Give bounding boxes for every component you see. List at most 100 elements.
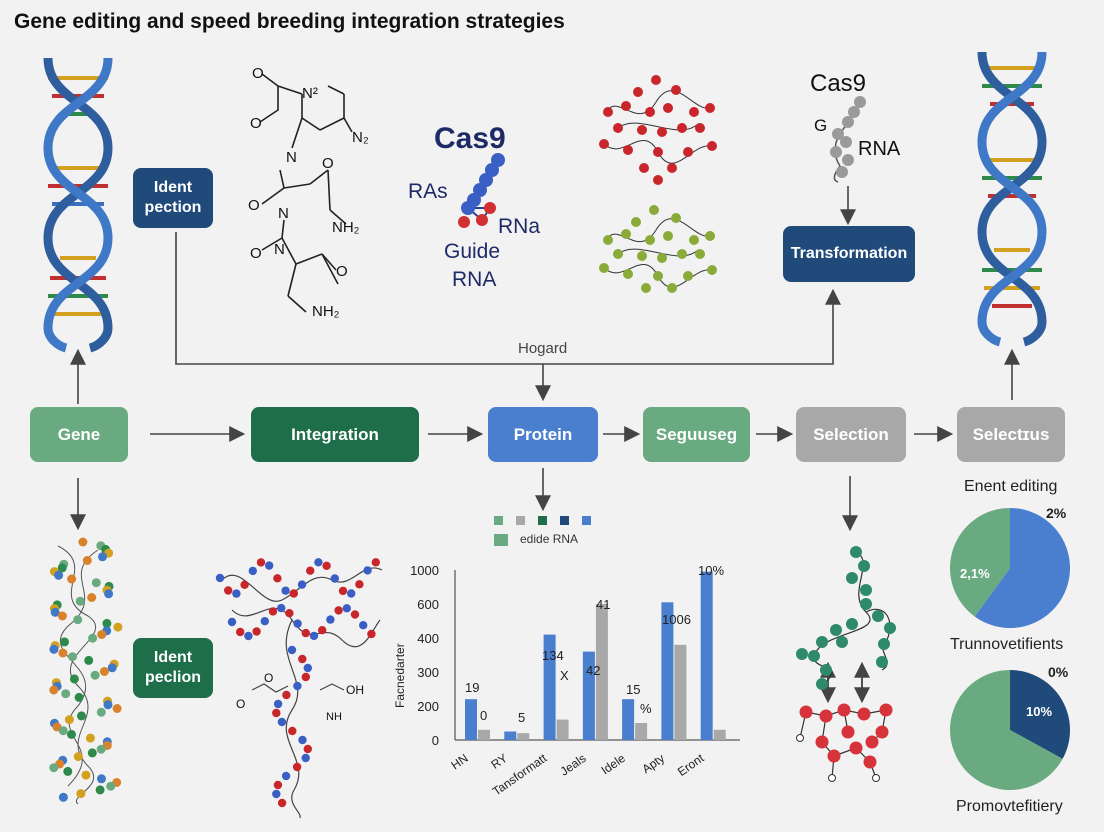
chem-nh2a: NH₂ (332, 219, 360, 236)
bar-data-label: 0 (480, 708, 487, 723)
chain-bead (849, 741, 863, 755)
chain-bead (298, 654, 307, 664)
bar-data-label: 41 (596, 597, 610, 612)
chain-bead (49, 685, 59, 695)
chain-bead (78, 537, 88, 547)
chain-bead (355, 580, 364, 589)
chain-bead (97, 774, 106, 784)
chain-bead (293, 681, 302, 691)
chain-bead (106, 781, 116, 791)
y-tick-label: 400 (417, 631, 439, 646)
chem-n2: N₂ (352, 129, 369, 146)
chain-bead (281, 586, 290, 595)
y-tick-label: 600 (417, 597, 439, 612)
legend-swatch (538, 516, 547, 525)
chain-bead (322, 561, 331, 570)
hogard-label: Hogard (518, 340, 568, 357)
chain-bead (232, 589, 241, 598)
pie-top-inner-label: 2,1% (960, 566, 990, 581)
chain-bead (820, 664, 832, 676)
protein-box: Protein (488, 407, 598, 462)
chain-bead (87, 748, 97, 758)
chain-bead (841, 725, 855, 739)
cas9-right-label: Cas9 (810, 70, 867, 97)
cas9-center-label: Cas9 (434, 122, 506, 155)
chem-nh2b: NH₂ (312, 303, 340, 320)
chain-bead (57, 611, 67, 621)
chain-bead (54, 570, 64, 580)
chain-bead (102, 618, 112, 628)
x-tick-label: HN (448, 751, 470, 772)
chain-bead (73, 752, 83, 762)
cas9-right-molecule-icon (830, 96, 866, 183)
chain-bead (350, 610, 360, 619)
chain-bead (265, 561, 274, 570)
bar (700, 571, 713, 740)
y-tick-label: 200 (417, 699, 439, 714)
chain-bead (808, 650, 820, 662)
chem-o2: O (250, 115, 262, 132)
chain-bead (97, 630, 107, 639)
chain-bead (347, 589, 356, 598)
pie-bottom-caption: Promovtefitiery (956, 798, 1063, 815)
bar (478, 729, 490, 740)
seguuseg-box: Seguuseg (643, 407, 750, 462)
chain-bead (281, 771, 291, 781)
chain-bead (252, 627, 261, 636)
legend-swatch (582, 516, 591, 525)
guide-label: Guide (444, 240, 501, 263)
chain-bead (371, 558, 380, 567)
bar (661, 602, 674, 740)
chain-bead (338, 586, 348, 596)
chain-bead (50, 607, 60, 617)
chain-bead (272, 708, 281, 718)
bar (635, 723, 648, 740)
chain-bead (272, 789, 281, 799)
pie-chart-bottom (950, 670, 1071, 790)
bottom-chem-o2: O (264, 671, 273, 685)
chain-bead (846, 618, 858, 630)
bar-data-label: 10% (698, 563, 724, 578)
chain-bead (858, 560, 870, 572)
chart-legend (494, 516, 591, 546)
chain-bead (73, 615, 83, 625)
chain-bead (827, 749, 841, 763)
pie-slice (949, 508, 1010, 617)
dna-helix-right-icon (977, 51, 1047, 347)
chain-bead (850, 546, 862, 558)
chain-bead (85, 733, 95, 743)
pie-bottom-pct-label: 0% (1048, 664, 1069, 680)
pie-slice (974, 508, 1070, 628)
chain-bead (314, 558, 323, 567)
legend-label: edide RNA (520, 532, 579, 546)
y-axis-label: Facnedarter (393, 643, 407, 708)
chain-bead (857, 707, 871, 721)
chain-bead (240, 580, 249, 589)
chain-bead (277, 717, 287, 727)
chain-bead (75, 596, 85, 606)
chain-bead (273, 780, 283, 790)
chain-bead (816, 636, 828, 648)
pie-bottom-inner-label: 10% (1026, 704, 1053, 719)
chain-bead (876, 656, 888, 668)
chain-bead (815, 735, 829, 749)
chain-bead (87, 593, 97, 602)
bottom-chem-nh: NH (326, 711, 342, 723)
chem-o1: O (252, 65, 264, 82)
pie-top-pct-label: 2% (1046, 505, 1067, 521)
chain-bead (82, 556, 92, 565)
x-tick-label: Idele (599, 751, 629, 778)
chain-bead (301, 672, 310, 682)
pie-slice (1010, 670, 1071, 759)
cas9-right-g-label: G (814, 116, 828, 135)
bar-data-label: X (560, 668, 569, 683)
gene-box: Gene (30, 407, 128, 462)
chain-bead (326, 615, 335, 624)
chain-bead (244, 631, 253, 641)
chain-bead (828, 774, 836, 782)
chain-bead (112, 704, 122, 713)
chain-bead (268, 607, 278, 616)
chain-bead (49, 763, 59, 773)
chain-bead (796, 734, 804, 742)
